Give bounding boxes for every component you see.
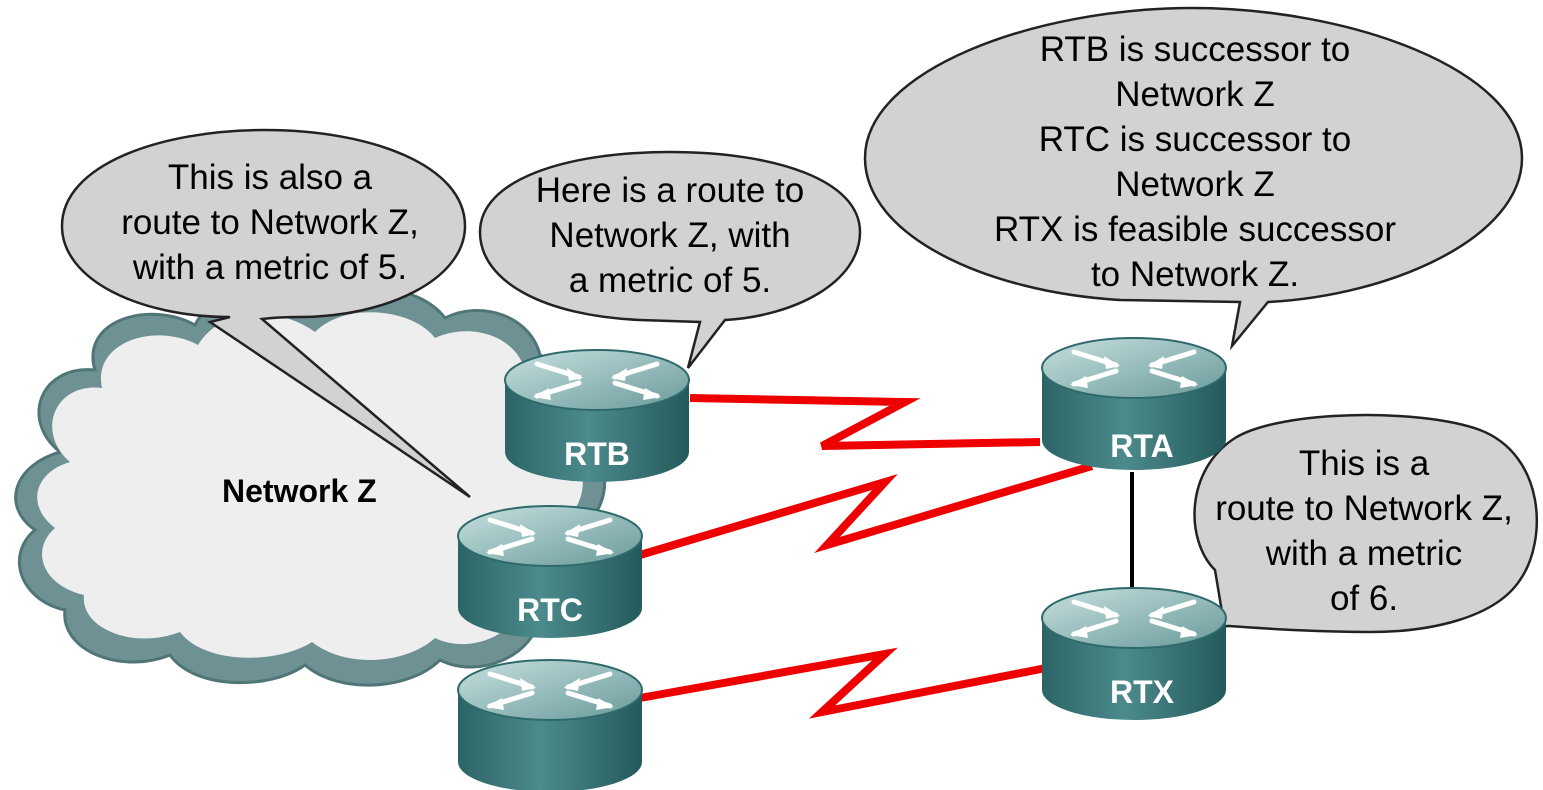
- router-unlabeled-icon: [458, 660, 642, 790]
- link-unlabeled-rtx: [639, 647, 1047, 719]
- callout-here-route-line-1: Here is a route to: [535, 171, 805, 210]
- network-z-label: Network Z: [222, 473, 377, 509]
- router-rtx-label: RTX: [1110, 674, 1174, 710]
- callout-rta-table-line-5: RTX is feasible successor: [993, 210, 1396, 249]
- router-rtb-label: RTB: [564, 436, 630, 472]
- router-rtc-label: RTC: [517, 592, 583, 628]
- router-rta-label: RTA: [1110, 428, 1174, 464]
- callout-rtx-route-line-4: of 6.: [1329, 579, 1399, 618]
- callout-rta-table-line-6: to Network Z.: [1090, 255, 1300, 294]
- callout-also-route-bubble: [60, 128, 471, 499]
- callout-rta-table-line-4: Network Z: [1115, 165, 1275, 204]
- callout-rta-table-line-3: RTC is successor to: [1038, 120, 1352, 159]
- callout-rta-table-line-1: RTB is successor to: [1039, 30, 1351, 69]
- network-z-cloud: [14, 286, 607, 687]
- callout-here-route-line-3: a metric of 5.: [568, 261, 772, 300]
- callout-rta-table-bubble: [863, 6, 1524, 351]
- callout-here-route-bubble: [478, 150, 862, 369]
- callout-rta-table-text: RTB is successor to Network Z RTC is suc…: [930, 27, 1460, 297]
- callout-rtx-route-line-1: This is a: [1298, 444, 1430, 483]
- callout-rtx-route-text: This is a route to Network Z, with a met…: [1188, 441, 1540, 621]
- callout-here-route-text: Here is a route to Network Z, with a met…: [485, 168, 855, 303]
- callout-rtx-route-bubble: [1193, 413, 1538, 634]
- serial-links: [638, 394, 1094, 719]
- callout-also-route-line-3: with a metric of 5.: [132, 248, 408, 287]
- callout-rtx-route-line-3: with a metric: [1265, 534, 1463, 573]
- callout-rta-table-line-2: Network Z: [1115, 75, 1275, 114]
- link-rtc-rta: [638, 462, 1094, 559]
- callout-here-route-line-2: Network Z, with: [549, 216, 791, 255]
- link-rtb-rta: [689, 394, 1041, 450]
- callout-also-route-line-1: This is also a: [167, 158, 373, 197]
- callout-also-route-line-2: route to Network Z,: [121, 203, 419, 242]
- callout-rtx-route-line-2: route to Network Z,: [1215, 489, 1513, 528]
- callout-also-route-text: This is also a route to Network Z, with …: [70, 155, 470, 290]
